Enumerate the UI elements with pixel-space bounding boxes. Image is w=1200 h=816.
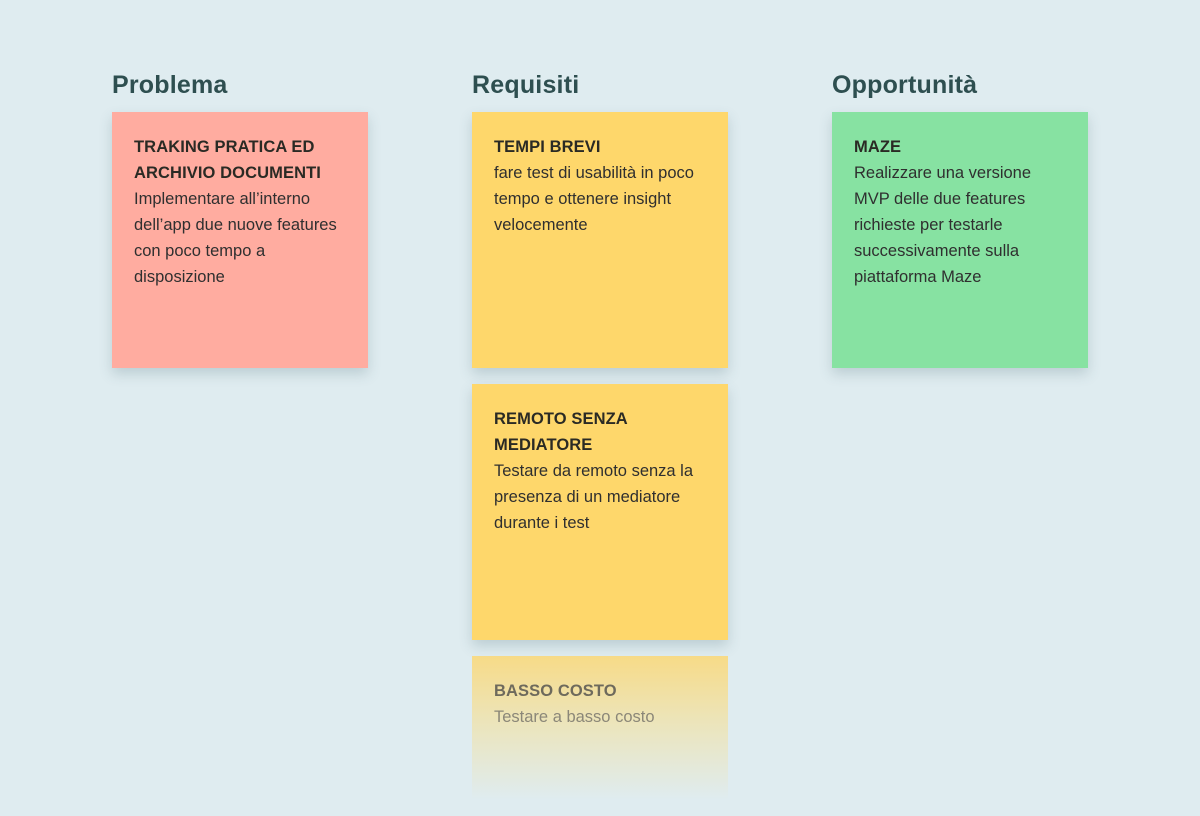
column-title: Problema: [112, 71, 228, 99]
sticky-note[interactable]: MAZE Realizzare una versione MVP delle d…: [832, 112, 1088, 368]
note-text: fare test di usabilità in poco tempo e o…: [494, 164, 694, 234]
note-text: Realizzare una versione MVP delle due fe…: [854, 164, 1032, 286]
notes-list: TRAKING PRATICA ED ARCHIVIO DOCUMENTI Im…: [112, 112, 368, 368]
column-opportunita: Opportunità MAZE Realizzare una versione…: [832, 70, 1088, 384]
note-text: Testare a basso costo: [494, 708, 655, 726]
note-title: REMOTO SENZA MEDIATORE: [494, 410, 628, 454]
note-title: MAZE: [854, 138, 902, 156]
sticky-note[interactable]: TRAKING PRATICA ED ARCHIVIO DOCUMENTI Im…: [112, 112, 368, 368]
note-title: TRAKING PRATICA ED ARCHIVIO DOCUMENTI: [134, 138, 321, 182]
column-requisiti: Requisiti TEMPI BREVI fare test di usabi…: [472, 70, 728, 816]
column-title: Requisiti: [472, 71, 580, 99]
column-title: Opportunità: [832, 71, 978, 99]
note-text: Testare da remoto senza la presenza di u…: [494, 462, 694, 532]
notes-list: TEMPI BREVI fare test di usabilità in po…: [472, 112, 728, 800]
notes-list: MAZE Realizzare una versione MVP delle d…: [832, 112, 1088, 368]
sticky-note[interactable]: BASSO COSTO Testare a basso costo: [472, 656, 728, 800]
column-problema: Problema TRAKING PRATICA ED ARCHIVIO DOC…: [112, 70, 368, 384]
sticky-note[interactable]: REMOTO SENZA MEDIATORE Testare da remoto…: [472, 384, 728, 640]
note-text: Implementare all’interno dell’app due nu…: [134, 190, 337, 286]
sticky-note[interactable]: TEMPI BREVI fare test di usabilità in po…: [472, 112, 728, 368]
note-title: BASSO COSTO: [494, 682, 617, 700]
note-title: TEMPI BREVI: [494, 138, 601, 156]
